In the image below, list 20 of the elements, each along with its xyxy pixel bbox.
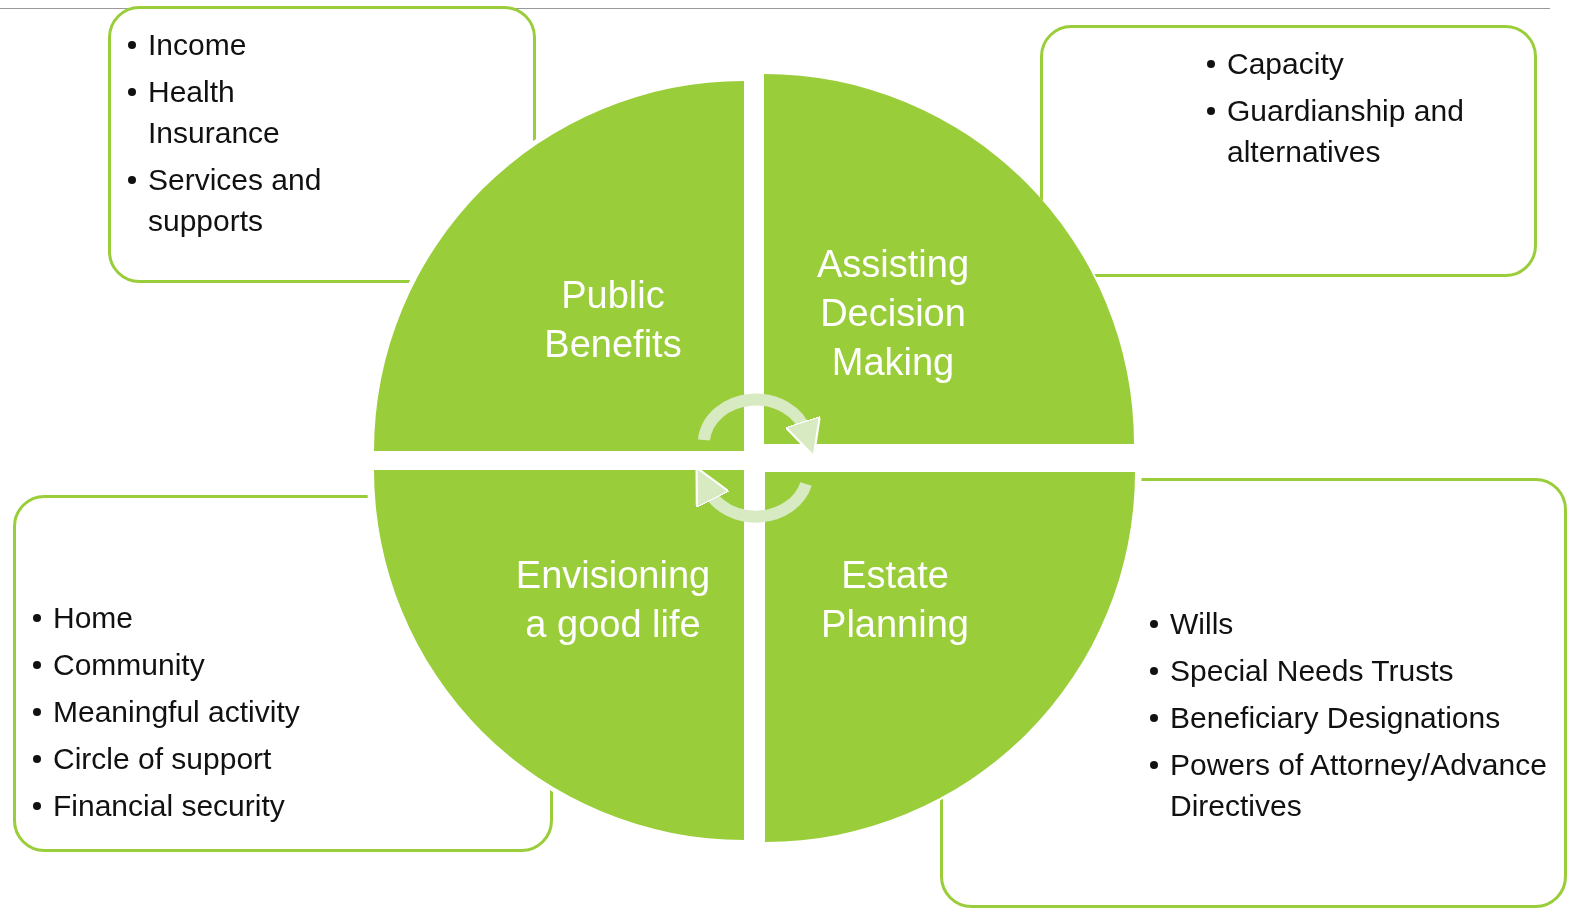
bullet-text: Financial security [53, 789, 285, 822]
bullet-text: Capacity [1227, 47, 1344, 80]
bullet-text: Beneficiary Designations [1170, 701, 1501, 734]
bullet-text: Meaningful activity [53, 695, 300, 728]
bullet-text: Health Insurance [148, 75, 280, 149]
bullet-text: Home [53, 601, 134, 634]
cycle-arrow [694, 467, 812, 523]
bullet-text: Wills [1170, 607, 1234, 640]
bullet-text: Special Needs Trusts [1170, 654, 1454, 687]
bullet-text: Powers of Attorney/Advance Directives [1170, 748, 1547, 822]
quadrant-label: Public Benefits [543, 273, 683, 367]
bullet-text: Guardianship and alternatives [1227, 94, 1464, 168]
quadrant-label: Envisioning a good life [514, 553, 712, 647]
quadrant-label: Assisting Decision Making [815, 241, 971, 385]
bullet-text: Circle of support [53, 742, 272, 775]
bullet-text: Community [53, 648, 205, 681]
cycle-arrow [698, 393, 820, 457]
bullet-text: Income [148, 28, 247, 61]
bullet-text: Services and supports [148, 163, 322, 237]
quadrant-label: Estate Planning [820, 553, 970, 647]
